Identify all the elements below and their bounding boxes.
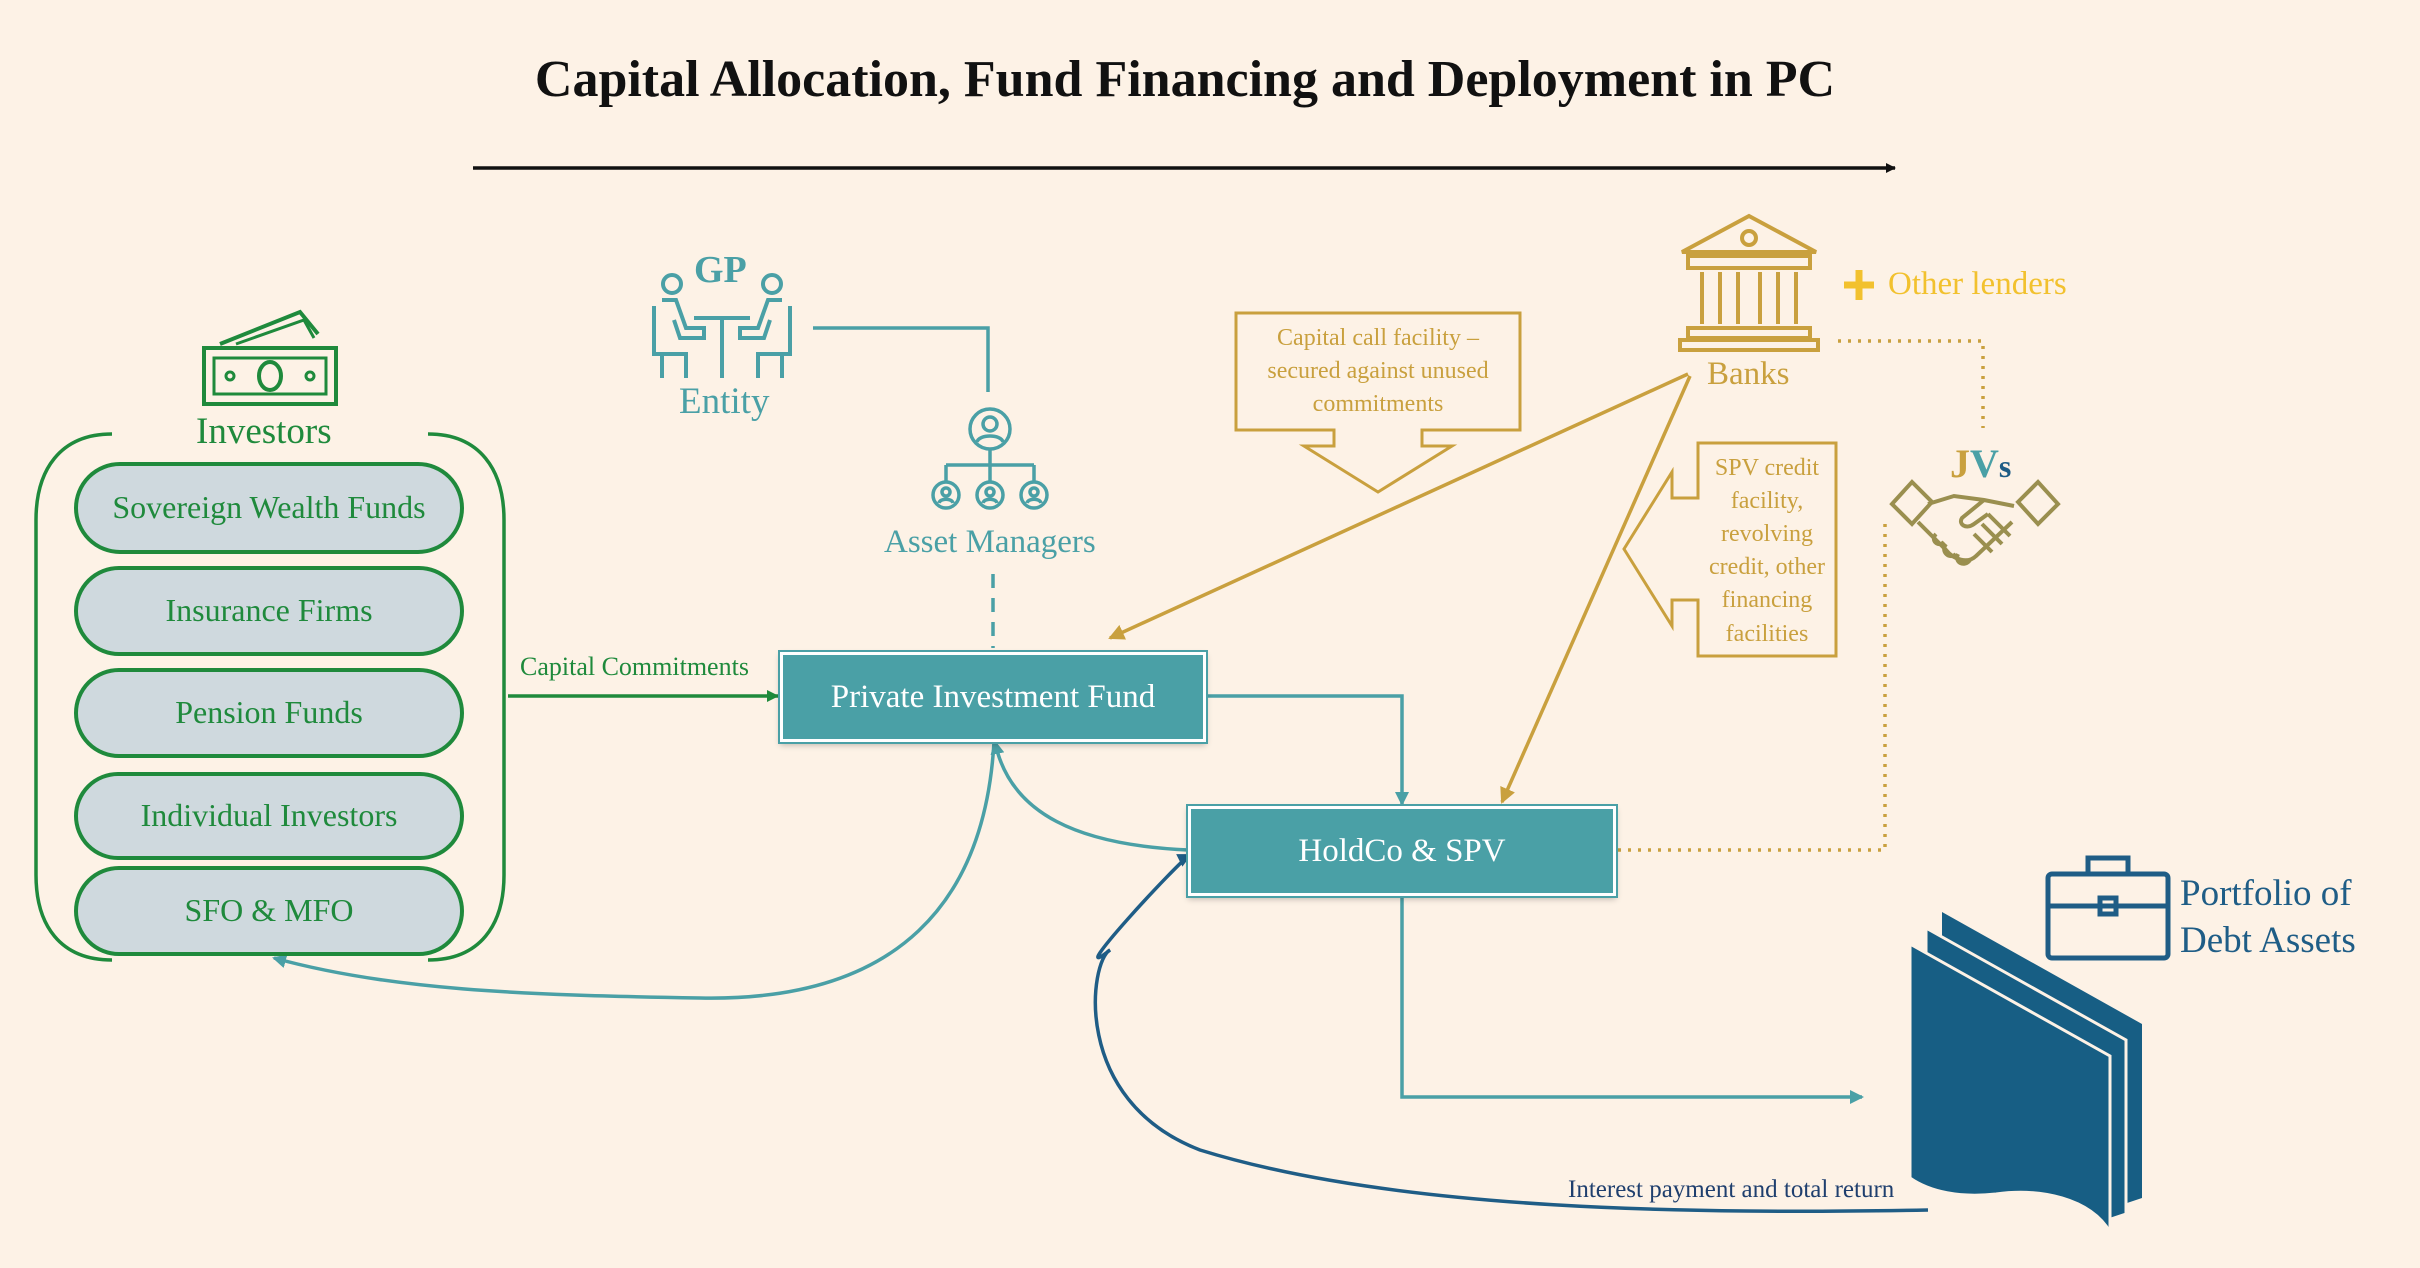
handshake-icon bbox=[1889, 479, 2061, 566]
capital-call-facility-text: Capital call facility – secured against … bbox=[1267, 325, 1489, 418]
investors-bracket-left bbox=[34, 432, 113, 962]
briefcase-icon bbox=[2045, 855, 2171, 961]
fund-to-holdco-arrow bbox=[1206, 694, 1409, 806]
jvs-letter-v: V bbox=[1970, 441, 1999, 486]
holdco-to-fund-return-arrow bbox=[990, 740, 1189, 852]
asset-managers-label: Asset Managers bbox=[884, 524, 1096, 560]
investors-heading: Investors bbox=[196, 411, 332, 452]
plus-icon bbox=[1844, 270, 1874, 300]
document-stack-icon bbox=[1908, 912, 2142, 1238]
investor-sovereign-wealth-funds: Sovereign Wealth Funds bbox=[74, 462, 464, 554]
org-chart-icon bbox=[931, 407, 1049, 510]
portfolio-label: Portfolio of Debt Assets bbox=[2180, 873, 2356, 962]
holdco-to-portfolio-arrow bbox=[1400, 896, 1864, 1104]
investors-bracket-right bbox=[427, 432, 506, 962]
other-lenders-label: Other lenders bbox=[1888, 266, 2067, 302]
spv-credit-callout-shape bbox=[1622, 441, 1838, 658]
investor-pension-funds: Pension Funds bbox=[74, 668, 464, 758]
banks-to-jvs-dotted bbox=[1838, 339, 1985, 428]
investor-sfo-mfo: SFO & MFO bbox=[74, 866, 464, 956]
spv-credit-facility-text: SPV credit facility, revolving credit, o… bbox=[1709, 455, 1825, 647]
private-investment-fund-box: Private Investment Fund bbox=[780, 652, 1206, 742]
gp-connector bbox=[813, 326, 990, 392]
capital-commitments-label: Capital Commitments bbox=[520, 652, 749, 681]
fund-to-investors-return-arrow bbox=[272, 741, 996, 1000]
money-icon bbox=[202, 309, 338, 406]
capital-call-callout-shape bbox=[1234, 311, 1522, 494]
page-title: Capital Allocation, Fund Financing and D… bbox=[534, 51, 1836, 108]
interest-return-arrow bbox=[1093, 853, 1929, 1214]
jvs-letter-j: J bbox=[1950, 441, 1970, 486]
jvs-label: JVs bbox=[1950, 440, 2011, 487]
gp-meeting-icon bbox=[652, 273, 792, 378]
gp-label: GP bbox=[694, 249, 747, 291]
banks-to-fund-arrow bbox=[1108, 372, 1689, 640]
banks-label: Banks bbox=[1707, 356, 1790, 392]
bank-icon bbox=[1678, 213, 1820, 352]
holdco-spv-box: HoldCo & SPV bbox=[1188, 806, 1616, 896]
investor-individual-investors: Individual Investors bbox=[74, 772, 464, 860]
interest-payment-label: Interest payment and total return bbox=[1568, 1176, 1895, 1203]
gp-entity-label: Entity bbox=[679, 381, 770, 422]
investor-insurance-firms: Insurance Firms bbox=[74, 566, 464, 656]
jvs-letter-s: s bbox=[1998, 448, 2012, 484]
banks-to-holdco-arrow bbox=[1500, 375, 1692, 804]
